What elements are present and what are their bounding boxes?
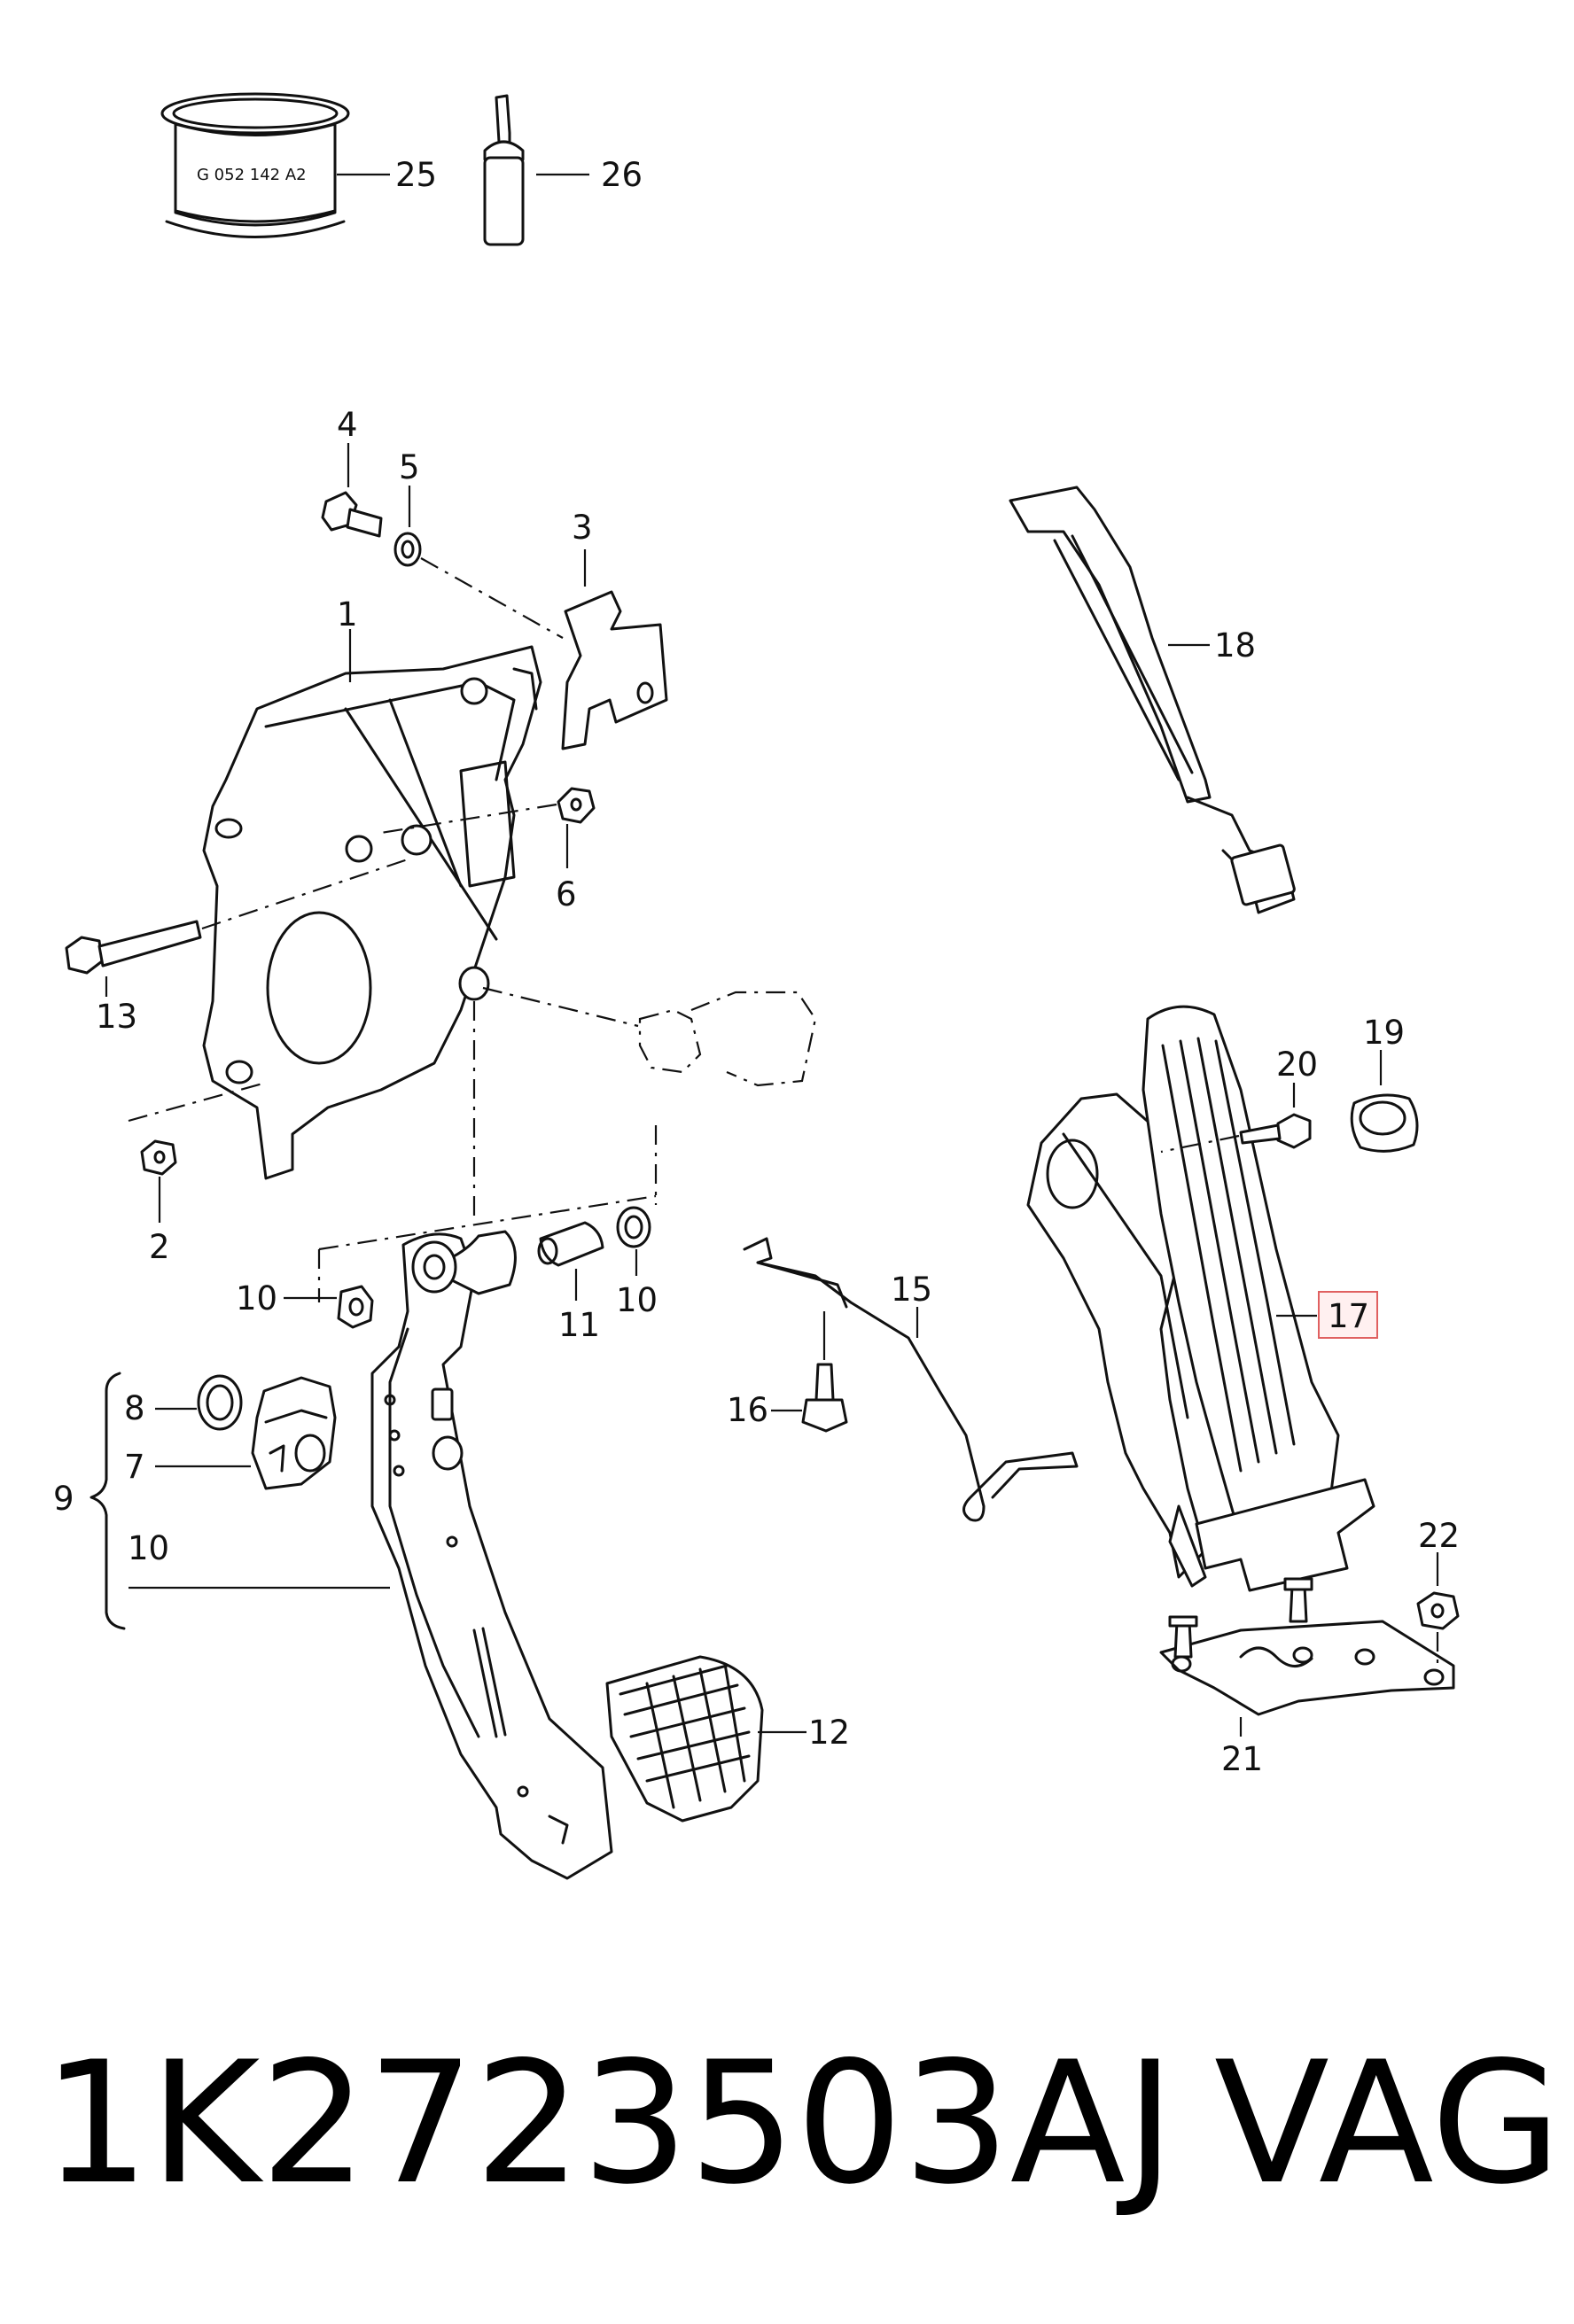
screw-part-16[interactable] [771,1311,848,1433]
nut-part-6[interactable] [380,787,596,868]
callout-2: 2 [149,1228,170,1266]
callout-10-group: 10 [128,1529,169,1567]
callout-22: 22 [1418,1517,1460,1555]
bracket-part-3[interactable] [561,549,668,750]
switch-phantom [482,986,817,1087]
callout-13: 13 [96,998,137,1036]
bolt-part-4[interactable] [321,443,383,538]
mounting-plate-part-21[interactable] [1159,1577,1455,1737]
callout-20: 20 [1276,1045,1318,1084]
callout-10-left: 10 [236,1279,277,1317]
accelerator-pedal-part-17[interactable] [1026,1005,1378,1592]
screw-part-20[interactable] [1160,1083,1312,1154]
callout-5: 5 [399,448,420,486]
cap-part-19[interactable] [1350,1050,1419,1153]
callout-8: 8 [124,1389,145,1427]
callout-7: 7 [124,1448,145,1486]
callout-18: 18 [1214,626,1256,665]
nut-part-2[interactable] [128,1081,267,1223]
clip-part-10-right[interactable] [616,1206,651,1276]
callout-10-right: 10 [616,1281,658,1319]
callout-6: 6 [556,875,577,913]
spring-housing-part-7[interactable] [155,1376,337,1490]
brand-label: VAG [1214,2025,1562,2221]
callout-12: 12 [808,1714,850,1752]
callout-3: 3 [572,509,593,547]
callout-21: 21 [1221,1740,1263,1778]
callout-17: 17 [1328,1297,1369,1335]
bushing-part-11[interactable] [537,1221,604,1301]
sensor-strip-part-18[interactable] [1009,486,1296,914]
callout-9: 9 [53,1480,74,1518]
clutch-pedal-part-12[interactable] [370,1230,806,1880]
sealant-bottle-part-26[interactable] [483,94,589,246]
grease-can-label: G 052 142 A2 [197,166,307,184]
callout-1: 1 [337,595,358,633]
callout-16: 16 [727,1391,768,1429]
part-number-label: 1K2723503AJ [43,2025,1175,2221]
o-ring-part-8[interactable] [155,1374,243,1431]
callout-26: 26 [601,156,643,194]
callout-25: 25 [395,156,437,194]
pedal-bracket-part-1[interactable] [202,629,542,1180]
group-brace-9 [90,1372,390,1630]
washer-part-5[interactable] [394,486,564,639]
callout-11: 11 [558,1306,600,1344]
callout-15: 15 [891,1271,932,1309]
nut-part-22[interactable] [1416,1552,1460,1670]
wire-spring-part-15[interactable] [743,1237,1079,1522]
grease-can-part-25[interactable]: G 052 142 A2 [160,92,390,238]
clip-part-10-left[interactable] [284,1285,374,1329]
callout-4: 4 [337,406,358,444]
long-bolt-part-13[interactable] [65,858,409,997]
callout-19: 19 [1363,1014,1405,1052]
